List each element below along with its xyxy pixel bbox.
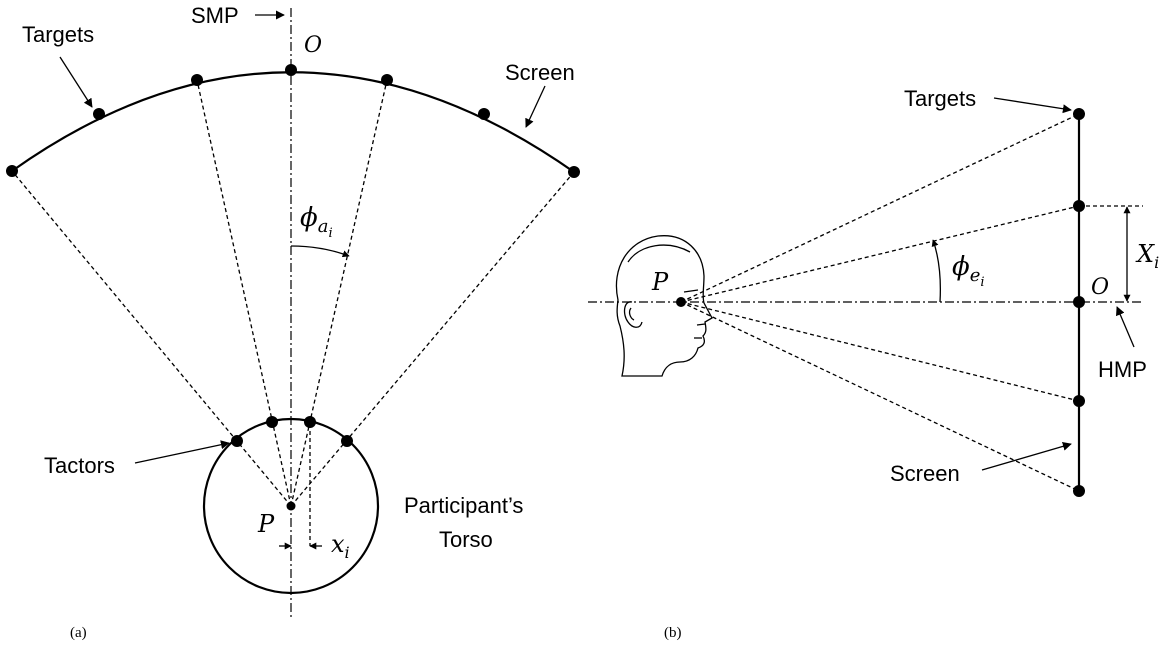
xi-symbol: x [331,530,345,558]
Xi-sub: i [1154,253,1159,272]
torso-circle [202,417,380,595]
screen-target-dots [1073,108,1085,497]
participant-label-1: Participant’s [404,493,523,518]
xi-sub: i [345,543,350,562]
target-dots [6,64,580,178]
point-p-label-a: P [257,510,275,538]
targets-label-b: Targets [904,86,976,111]
screen-arc [11,71,575,173]
Xi-label: Xi [1135,240,1159,272]
point-p-a [286,501,296,511]
smp-label: SMP [191,3,239,28]
screen-label-a: Screen [505,60,575,85]
hmp-label: HMP [1098,357,1147,382]
angle-arc-a [290,245,350,258]
caption-b: (b) [664,625,682,641]
phi-a-symbol: ϕ [300,203,318,233]
phi-a-sub: a [318,216,329,237]
eye-rays [680,113,1080,492]
targets-label-a: Targets [22,22,94,47]
participant-label-2: Torso [439,527,493,552]
point-p-b [676,297,686,307]
angle-arc-e [931,239,941,303]
origin-label-b: O [1091,275,1109,300]
screen-label-b: Screen [890,461,960,486]
target-rays [11,79,575,507]
screen-arrow-a [525,85,546,128]
point-p-label-b: P [651,268,669,296]
targets-arrow-a [59,56,93,108]
phi-a-label: ϕai [300,203,333,241]
panel-a: SMP O Targets Screen Tactors Participant… [6,3,580,641]
hmp-arrow [1116,306,1135,348]
targets-arrow-b [993,97,1072,114]
phi-e-subsub: i [980,275,984,290]
panel-b: Targets P O HMP Screen ϕei Xi (b) [588,86,1159,641]
caption-a: (a) [70,625,87,641]
phi-a-subsub: i [328,226,332,241]
Xi-symbol: X [1135,240,1155,268]
xi-label: xi [331,530,350,562]
tactors-arrow [134,440,230,464]
screen-arrow-b [981,441,1072,471]
origin-label-a: O [304,33,322,58]
head-illustration [615,235,713,377]
phi-e-symbol: ϕ [952,252,970,282]
phi-e-label: ϕei [952,252,985,290]
tactors-label: Tactors [44,453,115,478]
tactor-dots [231,416,353,447]
phi-e-sub: e [970,265,981,286]
